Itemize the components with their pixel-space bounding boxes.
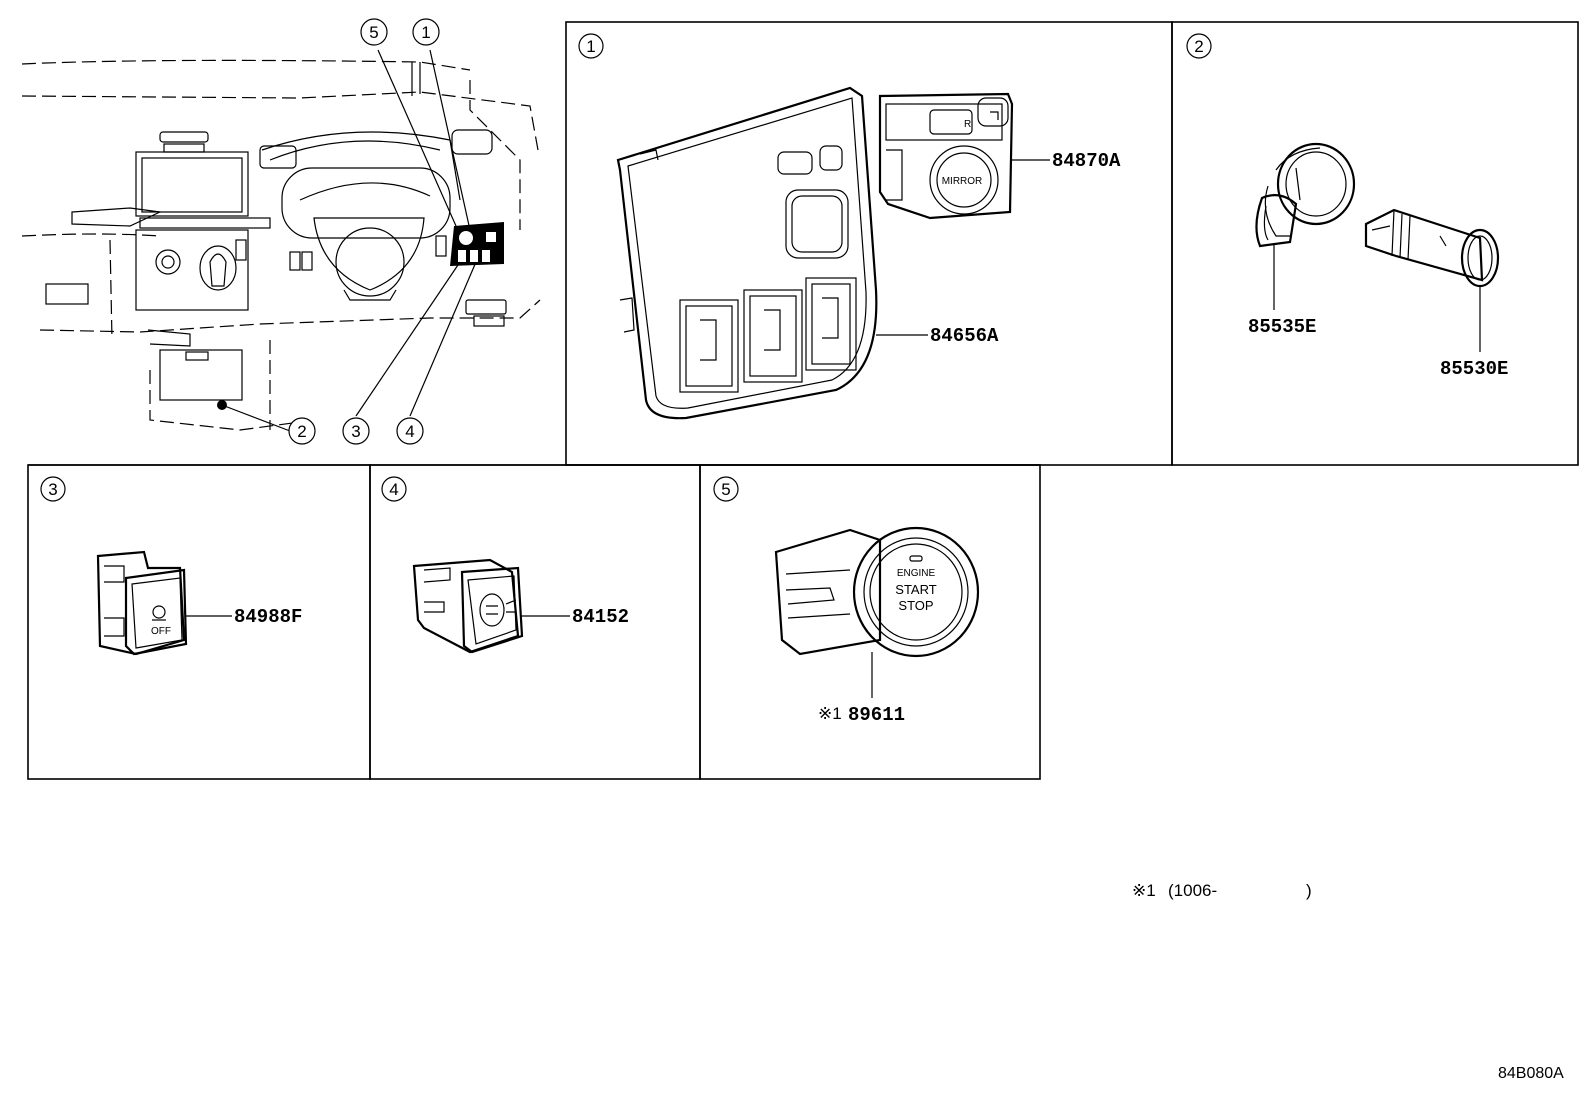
mirror-label: MIRROR: [942, 176, 983, 187]
callout-4: 4: [405, 422, 414, 441]
engine-label: ENGINE: [897, 568, 936, 579]
part-number-84988F: 84988F: [234, 606, 302, 628]
part-number-85535E: 85535E: [1248, 316, 1316, 338]
vsc-off-switch-drawing: OFF: [96, 550, 188, 656]
mirror-switch-drawing: R MIRROR: [878, 92, 1014, 220]
part-number-84870A: 84870A: [1052, 150, 1121, 172]
panel-5: 5 ENGINE START STOP ※1 89611: [713, 476, 980, 726]
socket-plug-drawing: [1364, 208, 1500, 288]
panel-2: 2 85535E 85530E: [1186, 33, 1508, 380]
panel-frames: [27, 21, 1579, 780]
footnote-close: ): [1306, 881, 1312, 900]
engine-start-switch-drawing: ENGINE START STOP: [774, 526, 980, 658]
part-number-85530E: 85530E: [1440, 358, 1508, 380]
diagram-id: 84B080A: [1498, 1065, 1564, 1082]
panel-1: 1 84656A: [578, 33, 1121, 420]
panel-4: 4 84152: [381, 476, 629, 654]
panel-1-callout: 1: [586, 37, 595, 56]
callout-5: 5: [369, 23, 378, 42]
callout-3: 3: [351, 422, 360, 441]
part-89611-note-marker: ※1: [818, 704, 842, 723]
vsc-off-label: OFF: [151, 626, 171, 637]
mirror-r-label: R: [964, 119, 971, 130]
part-number-84152: 84152: [572, 606, 629, 628]
panel-2-frame: [1171, 21, 1579, 466]
overview-leaders: [221, 49, 477, 432]
power-socket-drawing: [1255, 142, 1356, 248]
footnote-range: (1006-: [1168, 881, 1217, 900]
switch-bezel-drawing: [616, 86, 878, 420]
headlight-leveling-switch-drawing: [412, 558, 524, 654]
panel-3: 3 OFF 84988F: [40, 476, 302, 656]
panel-3-frame: [27, 464, 371, 780]
overview-callouts: 5 1 2 3 4: [288, 18, 440, 445]
panel-3-callout: 3: [48, 480, 57, 499]
part-number-84656A: 84656A: [930, 325, 999, 347]
footnote-marker: ※1: [1132, 881, 1156, 900]
panel-2-callout: 2: [1194, 37, 1203, 56]
panel-4-callout: 4: [389, 480, 398, 499]
dashboard-overview: [21, 59, 541, 431]
start-label: START: [895, 582, 936, 597]
callout-2: 2: [297, 422, 306, 441]
stop-label: STOP: [898, 598, 933, 613]
part-number-89611: 89611: [848, 704, 905, 726]
panel-5-frame: [699, 464, 1041, 780]
footnote: ※1 (1006- ): [1132, 881, 1312, 900]
callout-1: 1: [421, 23, 430, 42]
panel-5-callout: 5: [721, 480, 730, 499]
